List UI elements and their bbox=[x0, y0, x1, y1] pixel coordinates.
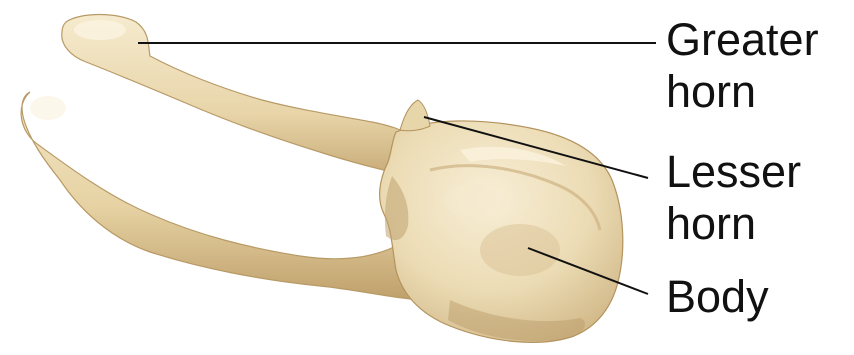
lesser-horn-label-line-2: horn bbox=[666, 198, 801, 250]
body-label: Body bbox=[666, 271, 769, 323]
lower-horn-tip-highlight bbox=[30, 96, 66, 120]
upper-horn-tip-highlight bbox=[74, 20, 126, 40]
greater-horn-label: Greater horn bbox=[666, 14, 819, 118]
body-texture-1 bbox=[480, 224, 560, 276]
lesser-horn-label: Lesser horn bbox=[666, 146, 801, 250]
lesser-horn-label-line-1: Lesser bbox=[666, 146, 801, 198]
greater-horn-label-line-1: Greater bbox=[666, 14, 819, 66]
body-label-line-1: Body bbox=[666, 271, 769, 323]
greater-horn-label-line-2: horn bbox=[666, 66, 819, 118]
upper-greater-horn-shape bbox=[62, 15, 418, 179]
lesser-horn-shape bbox=[400, 100, 430, 131]
body-texture-2 bbox=[444, 184, 496, 216]
